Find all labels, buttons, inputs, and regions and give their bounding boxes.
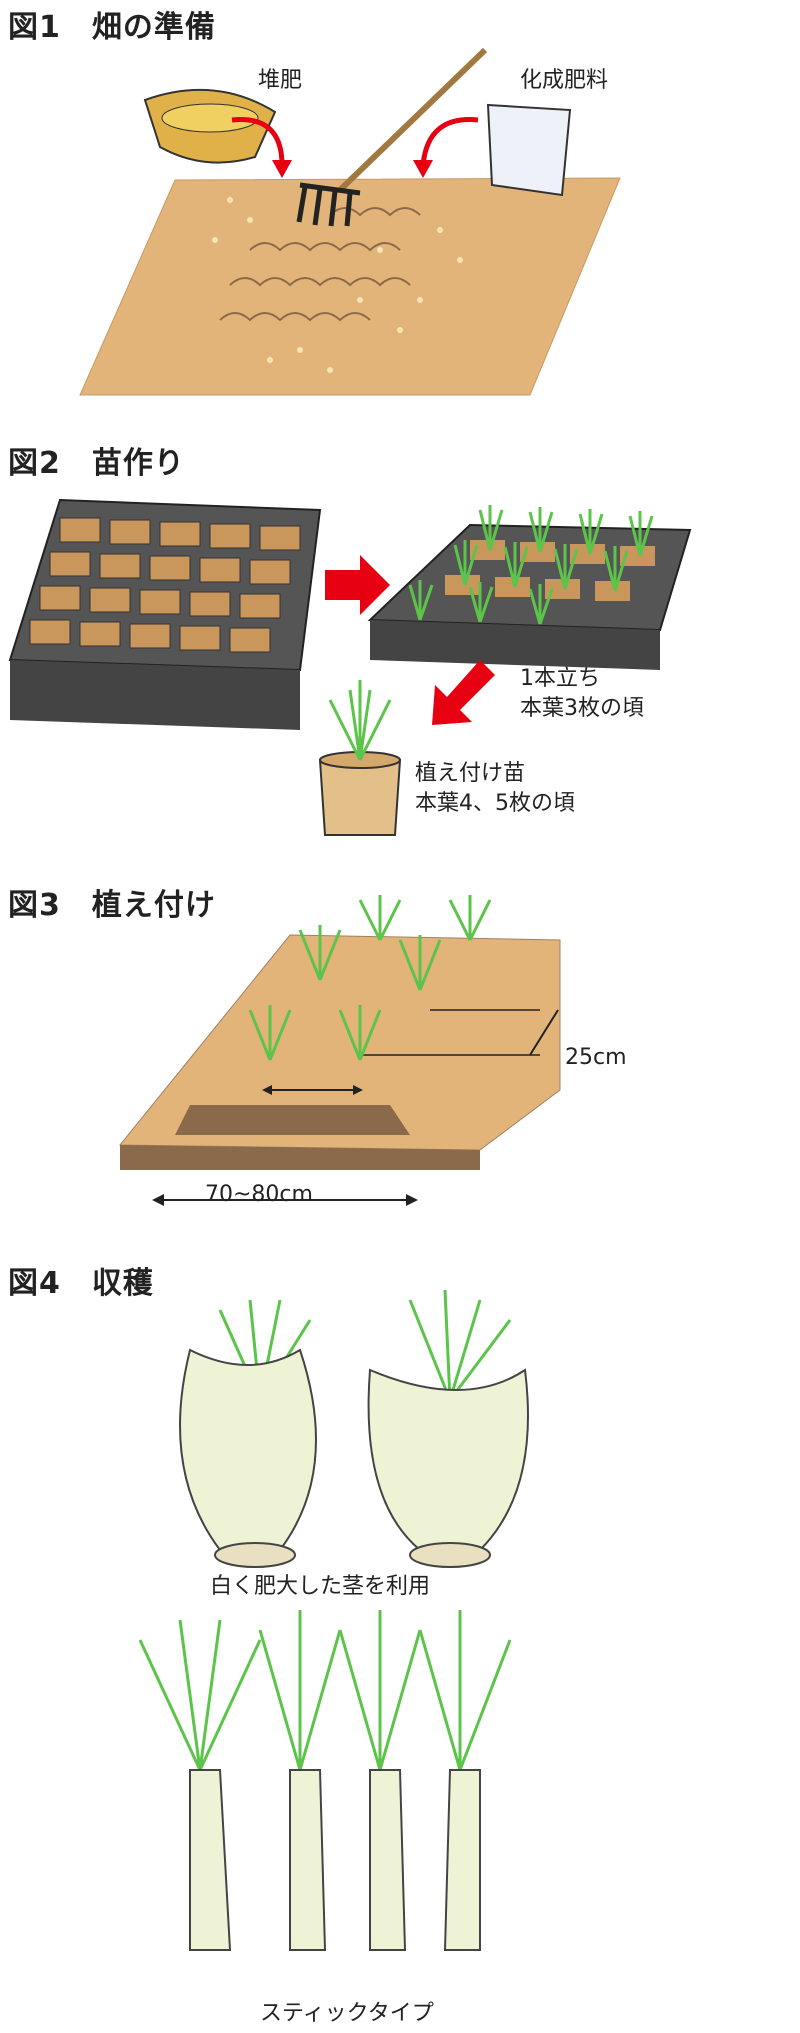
planted-seedlings (248, 895, 492, 1061)
fig3-title: 図3 植え付け (8, 888, 216, 923)
thinning-label-1: 1本立ち (520, 666, 600, 691)
fig4-title: 図4 収穫 (8, 1266, 154, 1301)
seedling-label-2: 本葉4、5枚の頃 (415, 791, 575, 816)
tilled-soil-ridges (219, 207, 421, 322)
seedling-tray-grown (367, 523, 692, 670)
transplant-seedling (318, 680, 402, 836)
fertilizer-bag (486, 103, 572, 197)
bed-side (120, 1145, 480, 1170)
seedling-tray-empty (8, 498, 322, 730)
arrows (231, 117, 479, 166)
rake-handle (337, 47, 488, 193)
stick-caption: スティックタイプ (260, 2001, 434, 2026)
bed-width-label: 70~80cm (205, 1182, 313, 1207)
rake-head (296, 182, 361, 227)
harvest-illustration (138, 1289, 529, 1951)
fig1-title: 図1 畑の準備 (8, 10, 216, 45)
fennel-sticks (138, 1610, 512, 1951)
seedlings (408, 505, 654, 625)
seedling-label-1: 植え付け苗 (415, 761, 526, 786)
arrow-right (325, 555, 390, 615)
arrow-down-left (432, 660, 495, 725)
bulb-caption: 白く肥大した茎を利用 (210, 1574, 431, 1599)
thinning-label-2: 本葉3枚の頃 (520, 696, 644, 721)
bed-furrow (175, 1105, 410, 1135)
seedling-illustration (8, 498, 692, 836)
planting-illustration (118, 895, 561, 1206)
fennel-bulb-right (367, 1289, 529, 1568)
compost-label: 堆肥 (258, 68, 303, 93)
fennel-bulb-left (179, 1299, 317, 1568)
fertilizer-label: 化成肥料 (520, 68, 609, 93)
fig2-title: 図2 苗作り (8, 446, 185, 481)
compost-arrow (231, 117, 285, 166)
fertilizer-arrow (420, 117, 479, 166)
row-spacing-label: 25cm (565, 1045, 627, 1070)
field-prep-illustration (79, 47, 621, 396)
planting-bed (118, 934, 561, 1151)
fertilizer-scatter (212, 197, 463, 373)
soil-plot (79, 177, 621, 396)
